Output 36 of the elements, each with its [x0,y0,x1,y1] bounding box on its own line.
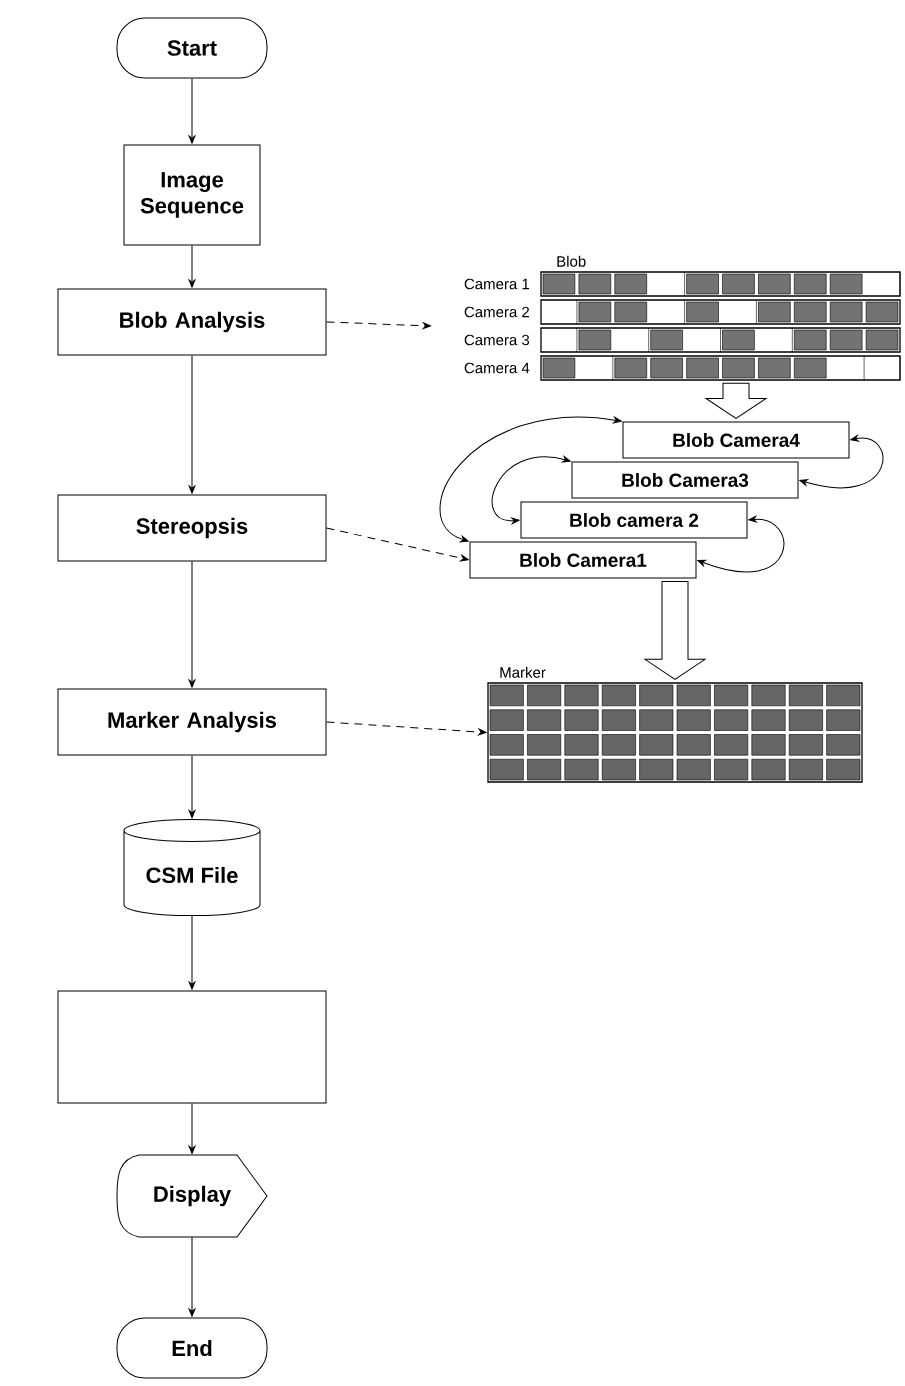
block-arrow [705,382,767,419]
row-label: Camera 2 [464,306,530,318]
blob-box: Blob Camera3 [571,461,799,499]
curved-arrow [697,515,785,573]
grid-heading: Blob [557,255,586,267]
arrow [188,355,196,494]
dashed-arrow [326,321,431,330]
arrow [188,561,196,688]
row-label: Camera 3 [464,334,530,346]
blob-box: Blob Camera4 [622,421,850,459]
blob-box: Blob Camera1 [469,541,697,579]
curved-arrow [439,416,622,543]
storage-cylinder: CSM File [123,819,261,917]
display-shape: Display [116,1154,268,1238]
block-arrow [644,581,706,680]
curved-arrow [491,455,571,525]
row-label: Camera 4 [464,362,530,374]
arrow [188,755,196,819]
arrow [188,245,196,288]
arrow [188,1236,196,1317]
arrow [188,915,196,990]
process-box: Image Sequence [123,144,261,246]
grid-heading: Marker [500,666,546,678]
row-label: Camera 1 [464,278,530,290]
process-box [57,990,327,1104]
dashed-arrow [326,721,487,736]
process-box: Marker Analysis [57,688,327,756]
process-box: Stereopsis [57,494,327,562]
dashed-arrow [326,527,469,562]
curved-arrow [799,435,884,489]
terminal-box: End [116,1317,268,1379]
process-box: Blob Analysis [57,288,327,356]
terminal-box: Start [116,17,268,79]
arrow [188,78,196,144]
arrow [188,1103,196,1154]
blob-box: Blob camera 2 [520,501,748,539]
